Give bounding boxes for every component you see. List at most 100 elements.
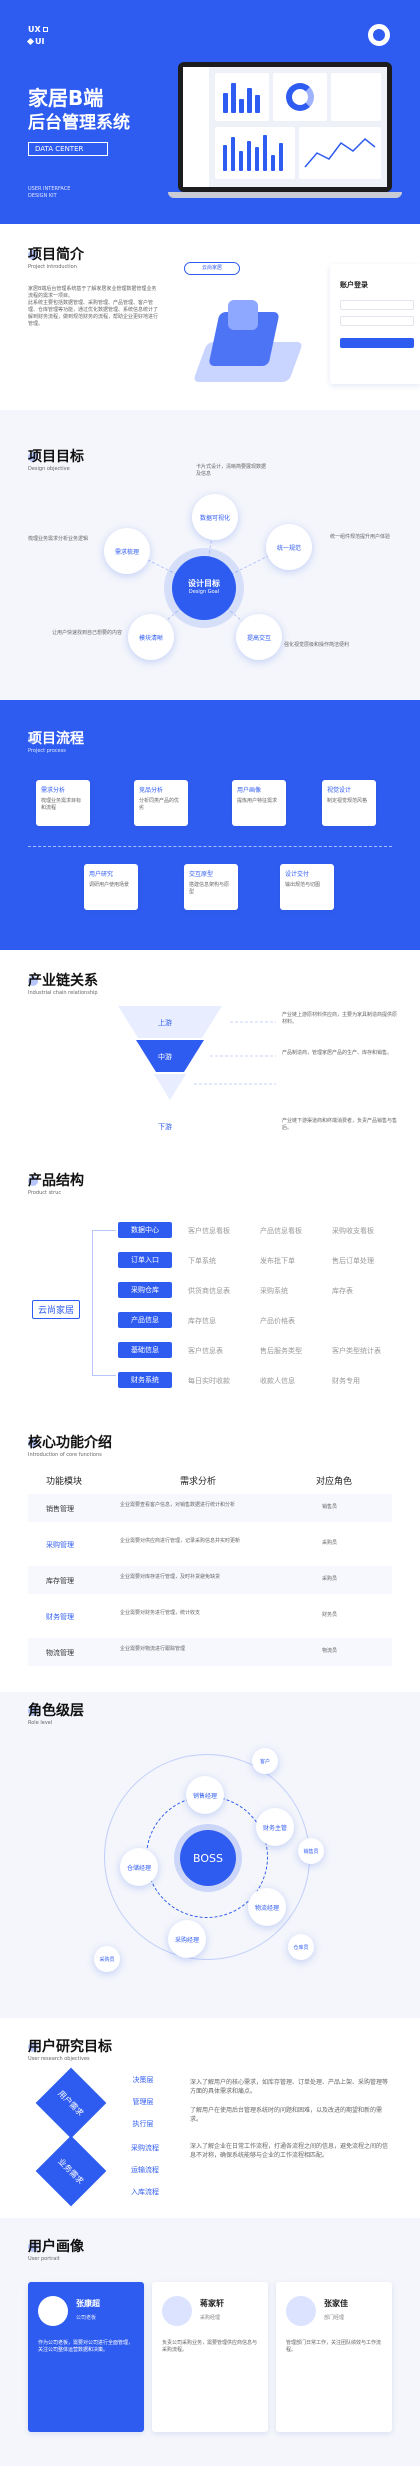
arch-leaf: 客户信息看板: [188, 1227, 230, 1235]
core-section: 核心功能介绍 Introduction of core functions 功能…: [0, 1424, 420, 1692]
core-header-role: 对应角色: [316, 1477, 353, 1487]
arch-node-5: 基础信息: [118, 1342, 172, 1358]
flow-card-heading: 需求分析: [41, 787, 66, 794]
title-dot-icon: [28, 250, 38, 260]
chain-note-3: 产业链下游渠道商和终端消费者，负责产品销售与售后。: [282, 1118, 398, 1131]
flow-subtitle: Project process: [28, 748, 66, 754]
core-role: 采购员: [322, 1540, 338, 1546]
title-dot-icon: [28, 452, 38, 462]
arch-bracket: [92, 1230, 116, 1376]
dash-card-3: [331, 73, 381, 121]
flow-card-1: 需求分析梳理业务需求目标和流程: [36, 780, 90, 826]
core-header-analysis: 需求分析: [180, 1477, 217, 1487]
dash-card-5: [299, 127, 381, 179]
login-button[interactable]: [340, 338, 414, 348]
core-row-bg: [28, 1530, 392, 1558]
goal-node-1: 数据可视化: [192, 494, 238, 540]
arch-leaf: 客户信息表: [188, 1347, 223, 1355]
arch-leaf: 收款人信息: [260, 1377, 295, 1385]
persona-bio: 负责公司采购业务，需要管理供应商信息与采购流程。: [162, 2340, 258, 2353]
research-text-2: 了解用户在使用后台管理系统时的问题和困难，以及改进的期望和新的需求。: [190, 2107, 383, 2123]
persona-subtitle: User portrait: [28, 2256, 60, 2262]
goal-title: 项目目标: [28, 449, 84, 465]
role-inner-3: 物流经理: [248, 1888, 286, 1926]
login-title: 账户登录: [340, 281, 368, 289]
research-user-tag-2: 管理层: [132, 2098, 154, 2106]
arch-node-6: 财务系统: [118, 1372, 172, 1388]
goal-node-3: 提高交互: [236, 614, 282, 660]
core-role: 采购员: [322, 1576, 338, 1582]
chain-pyramid: [118, 1006, 276, 1100]
flow-card-4: 视觉设计制定视觉规范风格: [322, 780, 376, 826]
line-chart-icon: [304, 137, 376, 168]
arch-root: 云尚家居: [32, 1300, 81, 1319]
chain-title: 产业链关系: [28, 973, 98, 989]
arch-node-1: 数据中心: [118, 1222, 172, 1238]
intro-logo-text: 云尚家居: [201, 265, 222, 271]
login-card: 账户登录: [330, 264, 420, 384]
persona-card-3: 张家佳部门经理管理部门日常工作，关注团队绩效与工作流程。: [276, 2282, 392, 2432]
login-password-field[interactable]: [340, 316, 414, 326]
brand-ui: UI: [35, 37, 45, 46]
laptop-mockup: [178, 62, 392, 192]
avatar: [38, 2296, 68, 2326]
role-outer-4: 采购员: [94, 1946, 120, 1972]
arch-leaf: 客户类型统计表: [332, 1347, 381, 1355]
chain-section: 产业链关系 Industrial chain relationship 上游 中…: [0, 950, 420, 1150]
goal-center-sublabel: Design Goal: [188, 589, 220, 595]
arch-leaf: 每日实时收款: [188, 1377, 230, 1385]
chain-subtitle: Industrial chain relationship: [28, 990, 98, 996]
flow-card-3: 用户画像提炼用户特征需求: [232, 780, 286, 826]
arch-leaf: 供货商信息表: [188, 1287, 230, 1295]
arch-title: 产品结构: [28, 1173, 84, 1189]
flow-section: 项目流程 Project process 需求分析梳理业务需求目标和流程 竞品分…: [0, 700, 420, 950]
flow-card-text: 调研用户使用场景: [89, 882, 130, 888]
persona-role: 部门经理: [324, 2315, 345, 2321]
persona-name: 张家佳: [324, 2299, 348, 2308]
research-biz-tag-3: 入库流程: [131, 2188, 159, 2196]
persona-role: 公司老板: [76, 2315, 97, 2321]
persona-title: 用户画像: [28, 2239, 84, 2255]
arch-leaf: 库存信息: [188, 1317, 216, 1325]
flow-card-text: 提炼用户特征需求: [237, 798, 278, 804]
research-user-tag-3: 执行层: [132, 2120, 154, 2128]
login-username-field[interactable]: [340, 300, 414, 310]
avatar: [286, 2296, 316, 2326]
hero-title-2: 后台管理系统: [28, 113, 130, 133]
flow-card-heading: 用户研究: [89, 871, 114, 878]
core-role: 销售员: [322, 1504, 338, 1510]
persona-name: 张康超: [76, 2299, 100, 2308]
core-module: 物流管理: [46, 1649, 74, 1657]
core-row-bg: [28, 1494, 392, 1522]
dash-card-1: [215, 73, 269, 121]
diamond-icon: [26, 37, 35, 46]
laptop-base: [168, 192, 402, 198]
core-row-bg: [28, 1602, 392, 1630]
goal-note-1: 卡片式设计，清晰简要展现数据及信息: [196, 464, 267, 477]
persona-card-1: 张康超公司老板作为公司老板，需要对公司进行全面管理，关注公司整体运营数据和决策。: [28, 2282, 144, 2432]
intro-title: 项目简介: [28, 247, 84, 263]
persona-role: 采购经理: [200, 2315, 221, 2321]
hero-section: UX UI 家居B端 后台管理系统 DATA CENTER USER INTER…: [0, 0, 420, 224]
arch-leaf: 采购系统: [260, 1287, 288, 1295]
title-dot-icon: [28, 976, 38, 986]
core-desc: 企业需要对物流进行跟踪管理: [120, 1646, 186, 1652]
persona-bio: 作为公司老板，需要对公司进行全面管理，关注公司整体运营数据和决策。: [38, 2340, 134, 2353]
role-outer-1: 客户: [252, 1748, 278, 1774]
research-section: 用户研究目标 User research objectives 用户需求 业务需…: [0, 2018, 420, 2218]
persona-name: 蒋家轩: [200, 2299, 224, 2308]
role-outer-2: 销售员: [298, 1838, 324, 1864]
goal-node-4: 模块清晰: [128, 614, 174, 660]
arch-leaf: 采购收支看板: [332, 1227, 374, 1235]
core-role: 财务员: [322, 1612, 338, 1618]
arch-leaf: 财务专用: [332, 1377, 360, 1385]
dash-sidebar: [183, 67, 209, 187]
flow-card-text: 输出规范与切图: [285, 882, 321, 888]
flow-card-heading: 设计交付: [285, 871, 310, 878]
core-desc: 企业需要对供应商进行管理，记录采购信息并实时更新: [120, 1538, 241, 1544]
intro-subtitle: Project introduction: [28, 264, 77, 270]
core-header-module: 功能模块: [46, 1477, 83, 1487]
core-desc: 企业需要对财务进行管理，统计收支: [120, 1610, 201, 1616]
flow-card-2: 竞品分析分析同类产品的优劣: [134, 780, 188, 826]
flow-card-heading: 竞品分析: [139, 787, 164, 794]
